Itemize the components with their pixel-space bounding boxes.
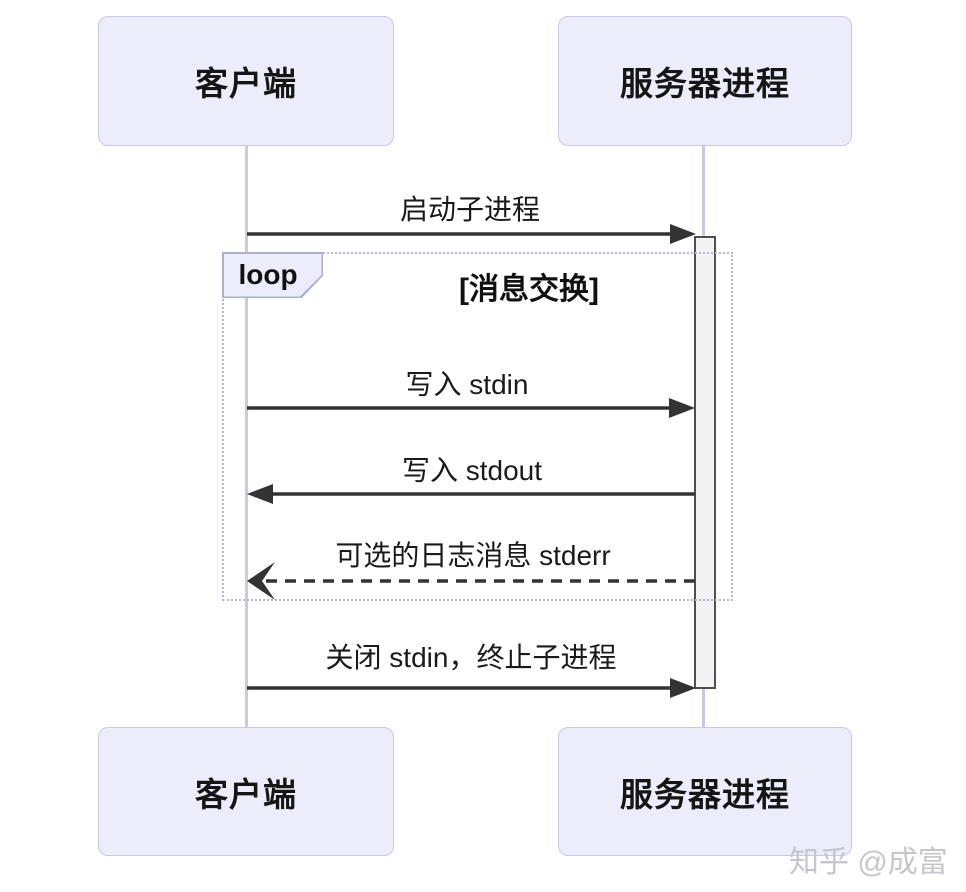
message-label-start-subprocess: 启动子进程 (399, 194, 541, 225)
actor-box-client-bottom: 客户端 (98, 727, 394, 856)
loop-frame (222, 252, 733, 601)
actor-box-client-top: 客户端 (98, 16, 394, 146)
loop-condition: [消息交换] (459, 273, 599, 306)
lifeline-client (245, 146, 248, 727)
loop-tab-fill (223, 253, 322, 297)
actor-box-server-bottom: 服务器进程 (558, 727, 852, 856)
actor-label-client: 客户端 (195, 65, 297, 102)
arrow-close-stdin (247, 678, 696, 698)
filled-arrowhead-icon (670, 678, 696, 698)
actor-label-server: 服务器进程 (620, 775, 790, 813)
actor-box-server-top: 服务器进程 (558, 16, 852, 146)
message-label-close-stdin: 关闭 stdin，终止子进程 (325, 642, 617, 673)
message-label-write-stdout: 写入 stdout (401, 455, 543, 486)
actor-label-client: 客户端 (195, 775, 297, 813)
loop-keyword: loop (238, 259, 298, 290)
message-label-stderr-log: 可选的日志消息 stderr (335, 540, 611, 571)
actor-label-server: 服务器进程 (620, 65, 790, 102)
watermark: 知乎 @成富 (789, 846, 948, 879)
filled-arrowhead-icon (670, 224, 696, 244)
activation-bar-server (694, 236, 716, 689)
message-label-write-stdin: 写入 stdin (405, 369, 529, 400)
loop-tab (222, 252, 323, 298)
